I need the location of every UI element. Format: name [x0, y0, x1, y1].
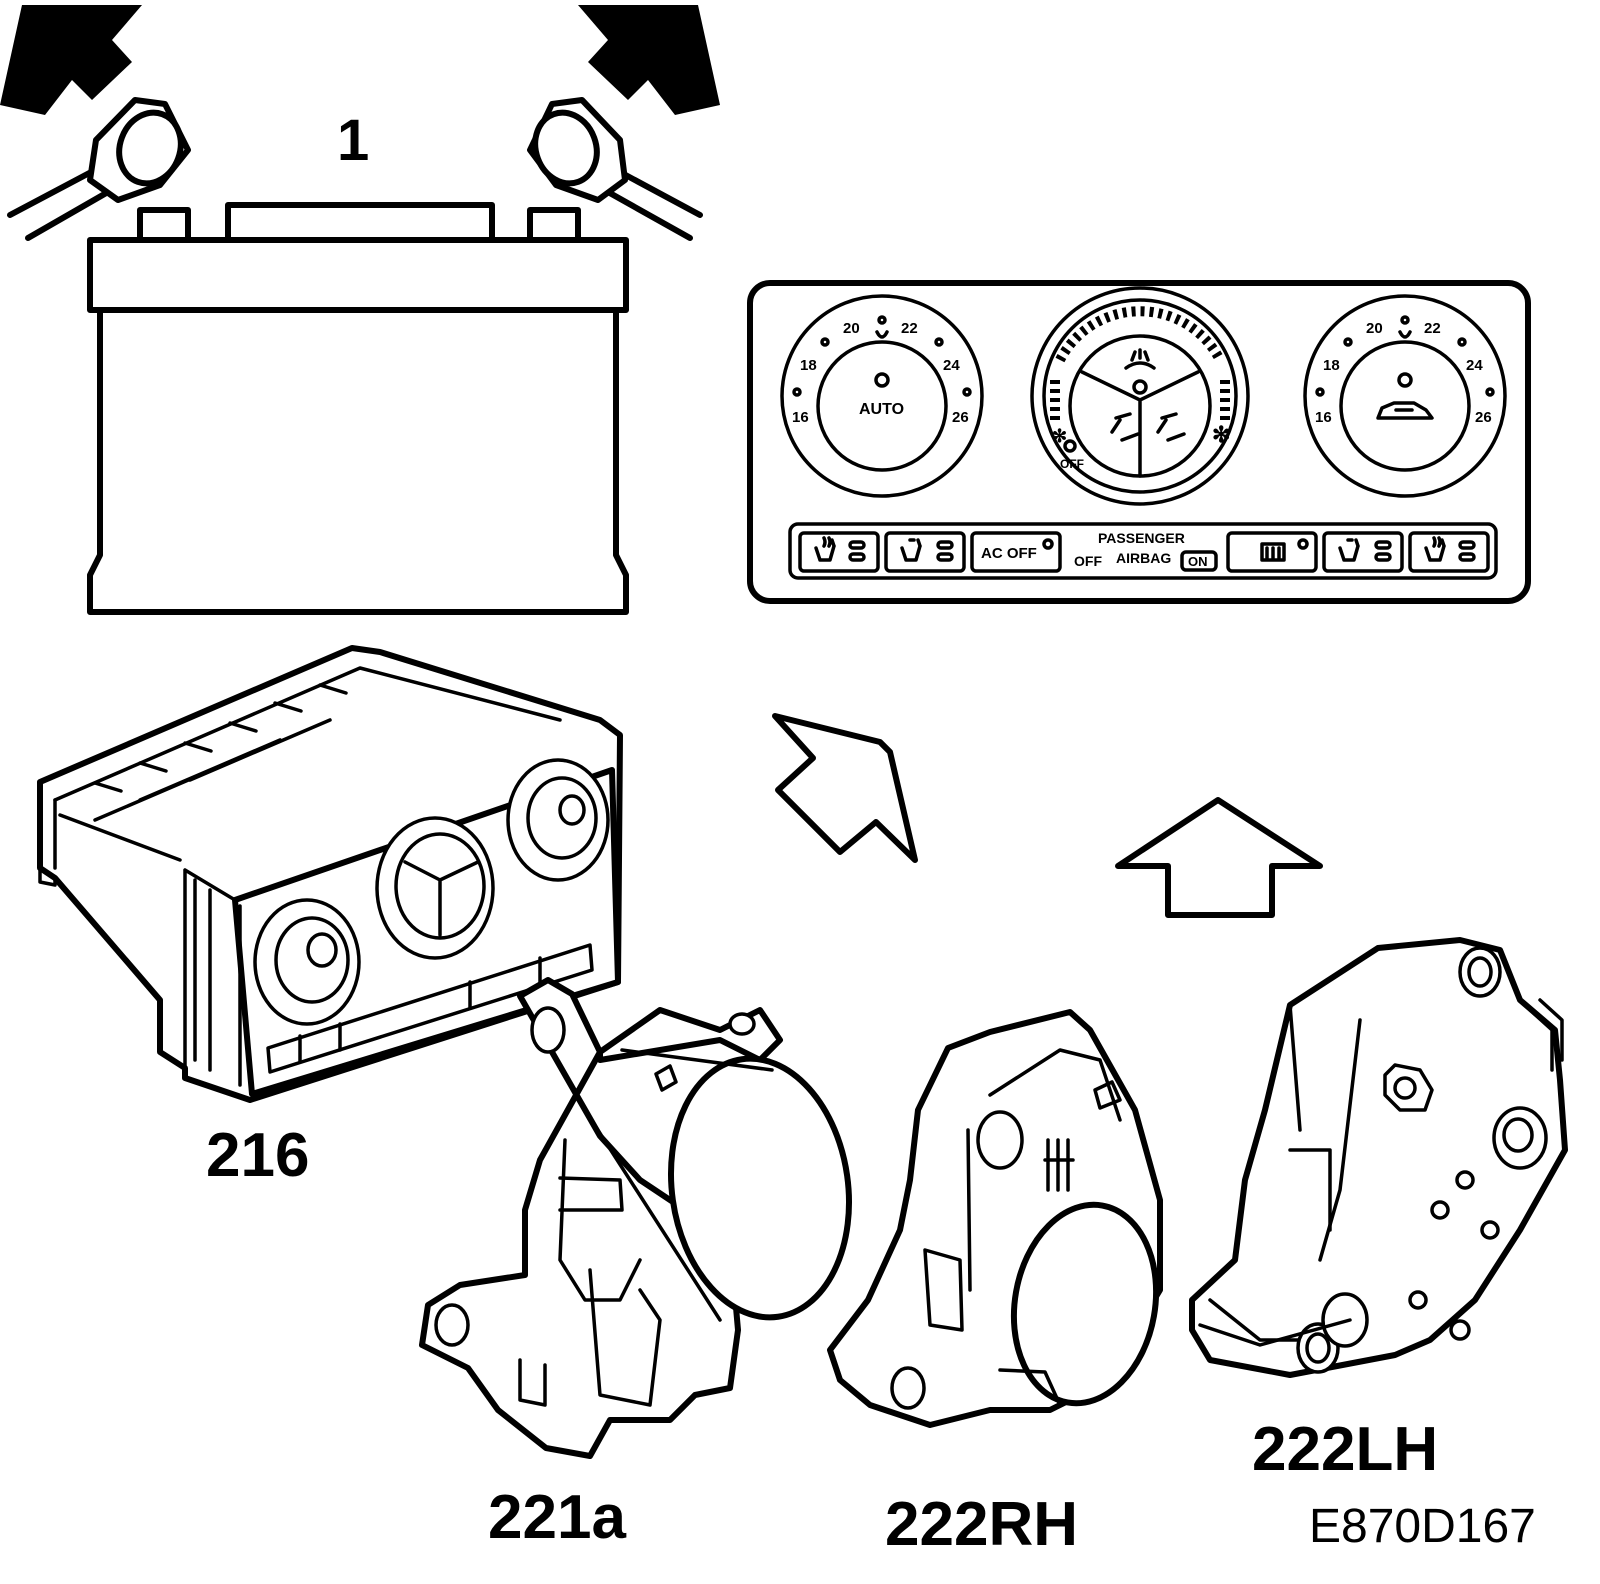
fan-icon: ✻	[1052, 426, 1067, 446]
svg-text:24: 24	[943, 357, 960, 374]
fan-off-label: OFF	[1060, 457, 1084, 471]
left-seat-fan-button[interactable]	[884, 531, 966, 573]
actuator-222lh	[1189, 937, 1568, 1378]
face-vent-icon	[1110, 412, 1140, 442]
windscreen-defrost-icon	[1124, 348, 1156, 370]
arrow-icon	[1115, 797, 1323, 918]
svg-text:20: 20	[1366, 320, 1383, 337]
callout-control-unit: 216	[206, 1121, 309, 1190]
battery	[87, 202, 629, 615]
svg-text:20: 20	[843, 320, 860, 337]
fan-distribution-dial: ✻ ✻ OFF	[1030, 286, 1250, 506]
seat-fan-icon	[900, 538, 922, 562]
svg-text:18: 18	[1323, 357, 1340, 374]
rear-defrost-icon	[1260, 542, 1286, 562]
seat-heater-icon	[814, 536, 836, 562]
left-temperature-dial: 20 22 18 24 16 26 AUTO	[780, 294, 984, 498]
actuator-221a	[419, 977, 853, 1459]
svg-text:26: 26	[1475, 409, 1492, 426]
arrow-icon	[0, 5, 142, 115]
svg-text:OFF: OFF	[1074, 553, 1102, 569]
battery-terminal-cable-icon	[527, 97, 703, 241]
svg-text:PASSENGER: PASSENGER	[1098, 530, 1185, 546]
svg-text:16: 16	[1315, 409, 1332, 426]
arrow-icon	[578, 5, 720, 115]
auto-label: AUTO	[859, 401, 904, 418]
callout-actuator-222rh: 222RH	[885, 1490, 1078, 1559]
right-temperature-dial: 20 22 18 24 16 26	[1303, 294, 1507, 498]
arrow-icon	[772, 713, 918, 863]
seat-fan-icon	[1338, 538, 1360, 562]
callout-battery: 1	[337, 108, 369, 173]
callout-actuator-221a: 221a	[488, 1483, 626, 1552]
passenger-airbag-indicator: PASSENGER OFF AIRBAG ON	[1074, 530, 1218, 572]
figure-reference: E870D167	[1309, 1500, 1536, 1553]
right-seat-fan-button[interactable]	[1322, 531, 1404, 573]
ac-off-button[interactable]: AC OFF	[970, 531, 1062, 573]
right-seat-heater-button[interactable]	[1408, 531, 1490, 573]
svg-text:22: 22	[901, 320, 918, 337]
rear-defrost-button[interactable]	[1226, 531, 1318, 573]
svg-text:ON: ON	[1188, 554, 1208, 569]
button-strip: AC OFF PASSENGER OFF AIRBAG ON	[788, 522, 1498, 580]
fan-icon: ✻	[1212, 422, 1230, 447]
climate-control-unit	[37, 645, 623, 1103]
recirculation-car-icon	[1376, 401, 1434, 420]
svg-text:24: 24	[1466, 357, 1483, 374]
svg-text:16: 16	[792, 409, 809, 426]
climate-control-panel: 20 22 18 24 16 26 AUTO ✻	[747, 280, 1531, 604]
left-seat-heater-button[interactable]	[798, 531, 880, 573]
svg-text:22: 22	[1424, 320, 1441, 337]
seat-heater-icon	[1424, 536, 1446, 562]
battery-terminal-cable-icon	[7, 97, 191, 241]
svg-text:AIRBAG: AIRBAG	[1116, 550, 1171, 566]
callout-actuator-222lh: 222LH	[1252, 1415, 1438, 1484]
svg-text:18: 18	[800, 357, 817, 374]
actuator-222rh	[827, 1009, 1163, 1428]
svg-text:AC OFF: AC OFF	[981, 545, 1037, 562]
floor-vent-icon	[1156, 412, 1186, 442]
svg-text:26: 26	[952, 409, 969, 426]
